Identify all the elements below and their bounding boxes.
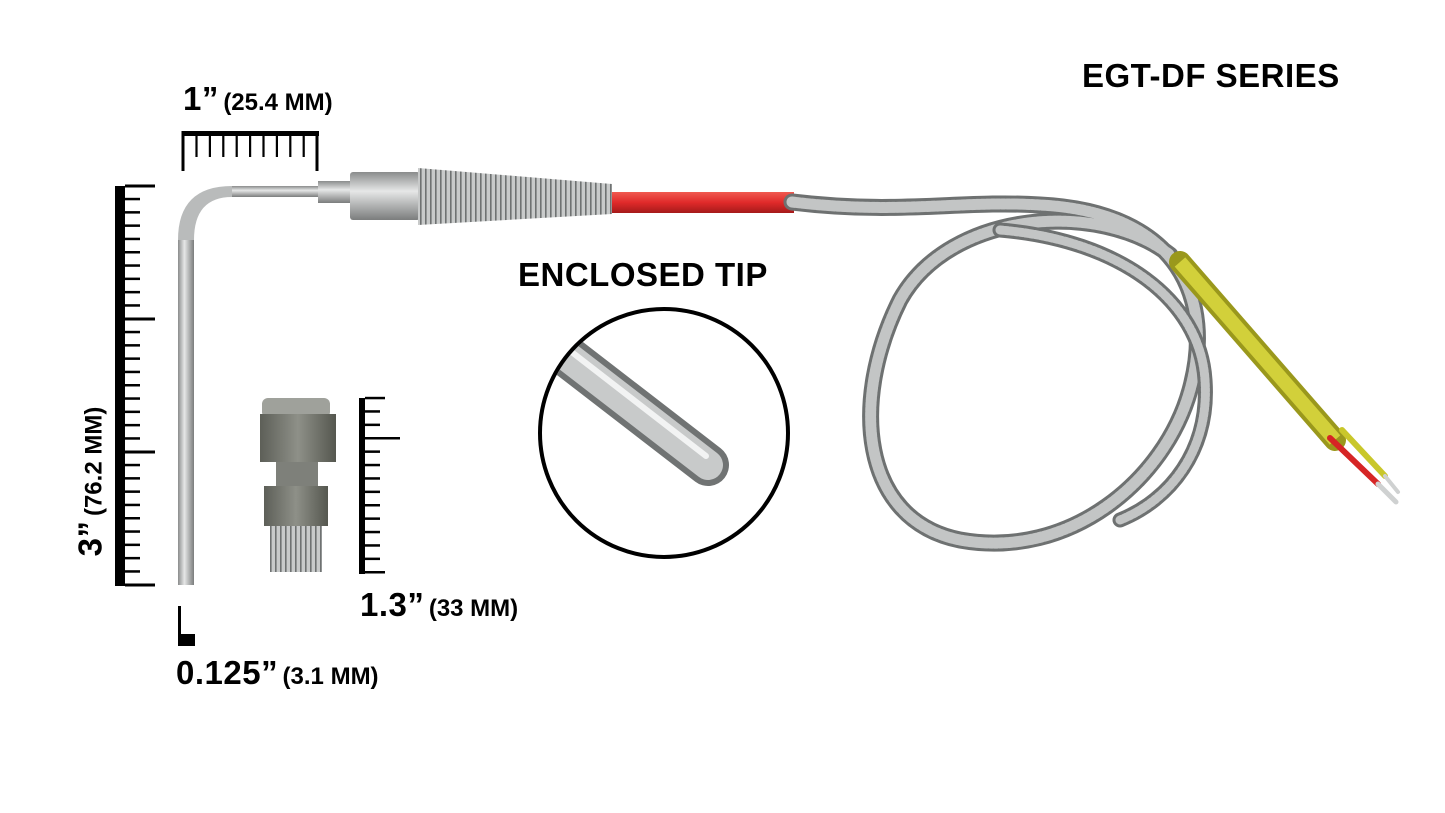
ruler-tick	[315, 131, 319, 171]
ruler-tick	[125, 570, 140, 573]
ruler-tick	[125, 490, 140, 493]
lead-wires	[1327, 427, 1400, 505]
horizontal-ruler	[181, 131, 319, 171]
vertical-dimension-label: 3” (76.2 MM)	[71, 372, 109, 592]
ruler-tick	[365, 463, 380, 467]
ruler-tick	[235, 131, 238, 157]
ruler-tick	[125, 184, 155, 188]
ruler-tick	[365, 437, 400, 440]
ruler-tick	[125, 370, 140, 374]
ruler-tick	[125, 357, 140, 360]
ruler-tick	[125, 477, 140, 480]
ruler-tick	[181, 131, 185, 171]
yellow-sleeve	[1169, 251, 1346, 451]
diameter-dimension-label: 0.125” (3.1 MM)	[176, 656, 379, 689]
ruler-tick	[275, 131, 278, 157]
ruler-tick	[125, 290, 140, 294]
ruler-tick	[365, 450, 380, 453]
ruler-tick	[125, 211, 140, 214]
ruler-tick	[125, 277, 140, 281]
enclosed-tip-callout	[538, 307, 790, 559]
ruler-tick	[365, 423, 380, 427]
ruler-tick	[125, 423, 140, 427]
braided-cable	[783, 193, 1213, 552]
ruler-tick	[365, 477, 380, 480]
vertical-imperial: 3”	[71, 520, 109, 557]
ruler-tick	[125, 251, 140, 254]
ruler-tick	[125, 410, 140, 414]
ruler-tick	[125, 317, 155, 321]
horizontal-dimension-label: 1” (25.4 MM)	[183, 82, 333, 115]
ruler-tick	[125, 384, 140, 387]
red-sleeve	[612, 192, 794, 213]
ruler-tick	[365, 571, 385, 574]
fitting-metric: (33 MM)	[428, 595, 519, 622]
ruler-tick	[125, 583, 155, 587]
compression-fitting	[260, 398, 336, 572]
ruler-tick	[262, 131, 265, 157]
ruler-tick	[365, 530, 380, 534]
fitting-imperial: 1.3”	[360, 586, 425, 623]
ruler-tick	[125, 197, 140, 201]
fitting-dimension-label: 1.3” (33 MM)	[360, 588, 518, 621]
diameter-imperial: 0.125”	[176, 654, 279, 691]
series-title: EGT-DF SERIES	[1082, 57, 1340, 94]
ruler-tick	[125, 264, 140, 267]
ruler-tick	[249, 131, 252, 157]
ruler-tick	[125, 237, 140, 241]
ruler-tick	[208, 131, 211, 157]
ruler-tick	[365, 504, 380, 507]
ruler-tick	[289, 131, 292, 157]
vertical-ruler	[115, 184, 155, 587]
ruler-tick	[359, 398, 365, 574]
horizontal-imperial: 1”	[183, 80, 219, 117]
ruler-tick	[222, 131, 225, 157]
ruler-tick	[125, 344, 140, 347]
ruler-tick	[115, 186, 125, 586]
ruler-tick	[125, 437, 140, 440]
ruler-tick	[365, 517, 380, 520]
ruler-tick	[365, 396, 385, 400]
ruler-tick	[195, 131, 198, 157]
ruler-tick	[125, 224, 140, 227]
ruler-tick	[125, 397, 140, 400]
enclosed-tip-label: ENCLOSED TIP	[518, 256, 768, 293]
ruler-tick	[125, 304, 140, 307]
ruler-tick	[125, 330, 140, 334]
ruler-tick	[125, 556, 140, 560]
ruler-tick	[125, 450, 155, 454]
ruler-tick	[125, 463, 140, 467]
strain-relief-spring	[418, 168, 612, 225]
diameter-marker	[178, 606, 195, 646]
ruler-tick	[125, 503, 140, 507]
probe-rod	[178, 172, 420, 585]
ruler-tick	[365, 544, 380, 547]
ruler-tick	[125, 530, 140, 533]
horizontal-metric: (25.4 MM)	[223, 89, 333, 116]
ruler-tick	[365, 557, 380, 561]
vertical-metric: (76.2 MM)	[80, 406, 108, 517]
ruler-tick	[302, 131, 305, 157]
diameter-metric: (3.1 MM)	[282, 663, 379, 690]
ruler-tick	[125, 543, 140, 547]
fitting-ruler	[359, 396, 400, 574]
ruler-tick	[365, 490, 380, 494]
ruler-tick	[365, 410, 380, 413]
ruler-tick	[125, 517, 140, 520]
